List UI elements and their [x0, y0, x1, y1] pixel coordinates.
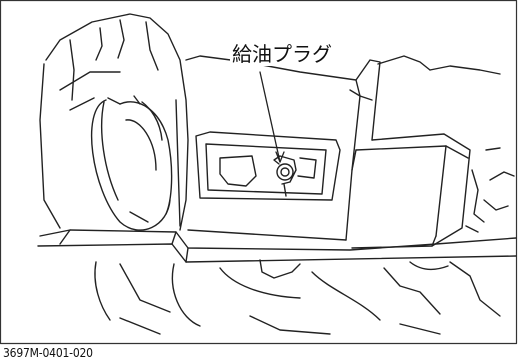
- callout-leader-line: [259, 71, 281, 163]
- oil-plug-callout-label: 給油プラグ: [230, 42, 334, 66]
- left-housing: [39, 13, 189, 231]
- right-cover: [351, 59, 471, 249]
- base-plate: [37, 229, 517, 263]
- figure-border: [0, 0, 518, 345]
- center-housing: [175, 55, 361, 241]
- callout-leader-arrow: [275, 151, 285, 163]
- far-right-parts: [377, 55, 515, 233]
- oil-plug-fitting: [273, 155, 297, 197]
- figure-code: 3697M-0401-020: [3, 346, 93, 360]
- lower-structure: [94, 259, 501, 335]
- round-cylinder: [90, 95, 173, 231]
